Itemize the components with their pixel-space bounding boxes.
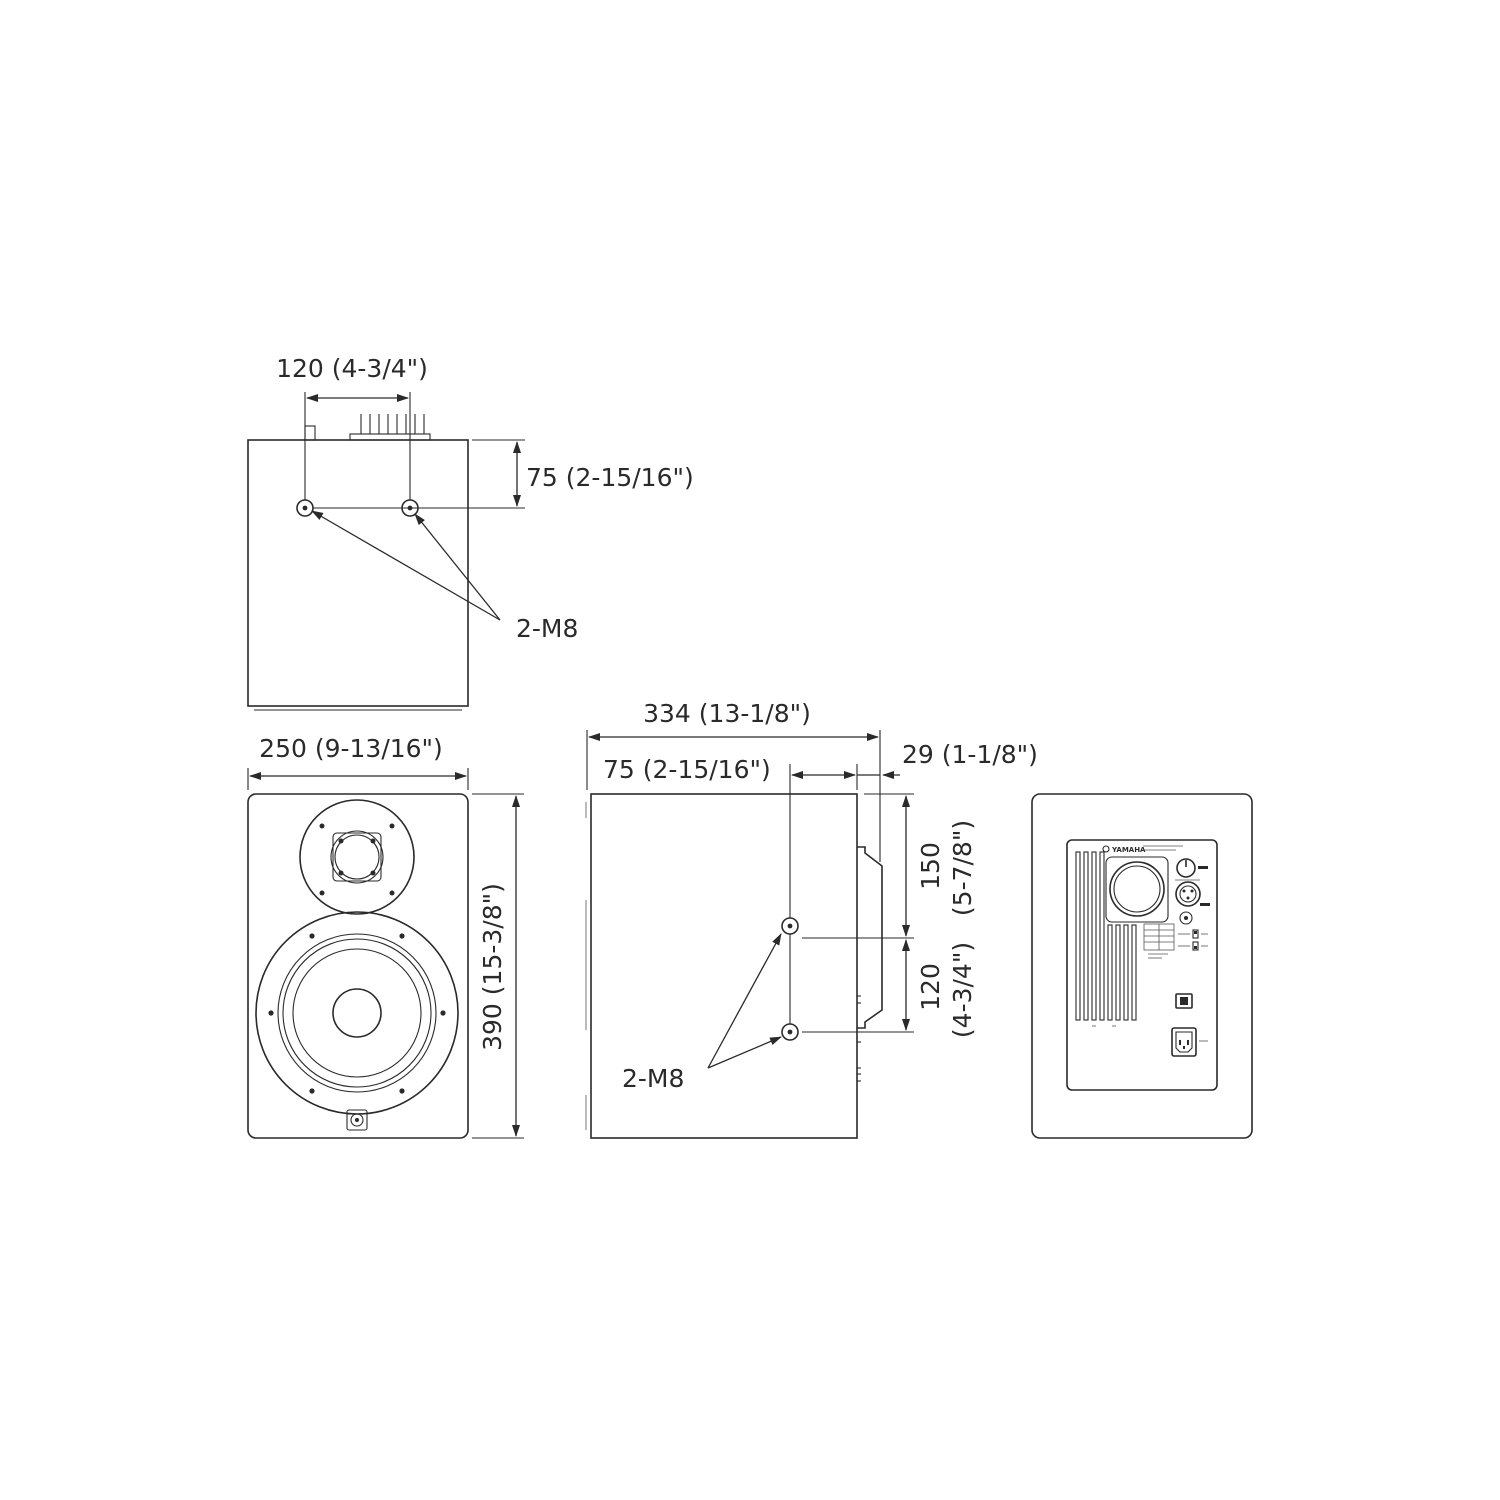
- screw-hole-left: [296, 499, 314, 517]
- rear-connectors: [298, 414, 431, 441]
- tweeter: [299, 799, 415, 915]
- heat-sink-fins: [1075, 851, 1137, 1021]
- front-view: 250 (9-13/16") 390 (15-3/8"): [247, 734, 524, 1139]
- ac-inlet: [1171, 1027, 1208, 1057]
- screw-label-side: 2-M8: [622, 1064, 684, 1093]
- side-view: 334 (13-1/8") 75 (2-15/16") 29 (1-1/8") …: [585, 699, 1038, 1139]
- volume-knob: [1176, 858, 1196, 878]
- screw-label-top: 2-M8: [516, 614, 578, 643]
- panel-labels: [1175, 866, 1210, 906]
- rear-view-body: [1031, 793, 1253, 1139]
- screw-hole-upper: [781, 917, 799, 935]
- dim-label-75-top: 75 (2-15/16"): [526, 463, 694, 492]
- room-control-switches: [1143, 923, 1175, 959]
- side-view-edge-details: [585, 802, 861, 1130]
- brand-logo: YAMAHA: [1102, 845, 1183, 854]
- dim-label-334: 334 (13-1/8"): [643, 699, 811, 728]
- bass-port: [1105, 856, 1169, 923]
- power-switch: [1175, 993, 1193, 1009]
- xlr-input: [1175, 881, 1201, 907]
- dim-label-150-inch: (5-7/8"): [948, 820, 977, 916]
- front-logo-badge: [346, 1109, 368, 1131]
- brand-logo-text: YAMAHA: [1111, 846, 1146, 854]
- dim-label-150: 150: [916, 842, 945, 890]
- side-view-body: [590, 793, 858, 1139]
- rear-view: YAMAHA: [1031, 793, 1253, 1139]
- dim-label-29: 29 (1-1/8"): [902, 740, 1038, 769]
- dim-label-120: 120 (4-3/4"): [276, 354, 428, 383]
- woofer: [255, 911, 459, 1115]
- dim-label-250: 250 (9-13/16"): [259, 734, 443, 763]
- rear-amp-panel: [1066, 839, 1218, 1091]
- front-view-body: [247, 793, 469, 1139]
- eq-switches: [1178, 929, 1208, 951]
- dim-label-120-side-inch: (4-3/4"): [948, 942, 977, 1038]
- dim-label-390: 390 (15-3/8"): [478, 883, 507, 1051]
- top-view-body: [247, 439, 469, 707]
- trs-input: [1179, 911, 1193, 925]
- screw-hole-lower: [781, 1023, 799, 1041]
- top-view: 120 (4-3/4") 75 (2-15/16") 2-M8: [247, 354, 694, 711]
- dim-label-120-side: 120: [916, 963, 945, 1011]
- dim-label-75-side: 75 (2-15/16"): [603, 755, 771, 784]
